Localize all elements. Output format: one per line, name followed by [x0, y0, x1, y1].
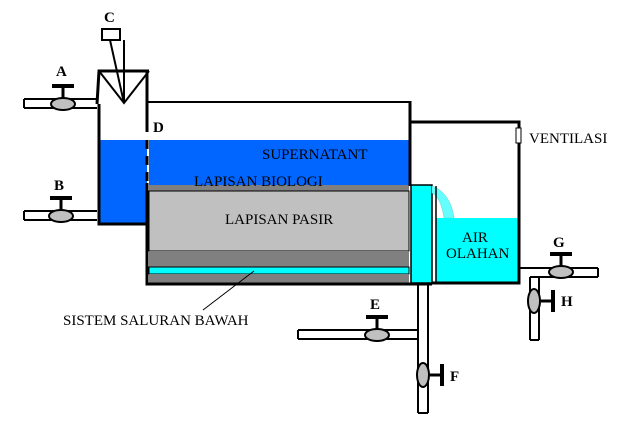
label-wall-d: D [153, 120, 164, 136]
label-valve-f: F [450, 369, 459, 385]
label-valve-a: A [56, 64, 67, 80]
label-supernatant: SUPERNATANT [262, 147, 367, 163]
biological-layer [149, 185, 409, 191]
label-underdrain: SISTEM SALURAN BAWAH [63, 313, 249, 329]
valve-a [50, 84, 76, 111]
funnel-c [98, 70, 150, 105]
label-valve-e: E [370, 297, 380, 313]
valve-h [527, 288, 555, 314]
underdrain-leader-line [202, 270, 255, 311]
underdrain-pipe [148, 266, 410, 275]
label-ventilation: VENTILASI [529, 131, 607, 147]
ventilation-vent [515, 127, 522, 144]
sand-layer [148, 190, 410, 252]
pipe-e [297, 329, 418, 340]
valve-g [548, 252, 574, 279]
valve-b [48, 196, 74, 223]
supernatant-water [149, 140, 409, 185]
label-biological-layer: LAPISAN BIOLOGI [194, 174, 323, 190]
label-valve-g: G [553, 235, 565, 251]
bottom-gravel [149, 274, 409, 283]
funnel-c-stem [109, 39, 125, 104]
drain-pipe-vertical [417, 284, 429, 414]
treated-water-tank-wall [411, 120, 521, 285]
gravel-layer [149, 251, 409, 267]
valve-f [416, 362, 444, 388]
riser-pipe [410, 184, 433, 284]
label-valve-h: H [561, 294, 573, 310]
label-treated-water-2: OLAHAN [446, 246, 509, 262]
label-valve-b: B [54, 178, 64, 194]
label-treated-water-1: AIR [462, 230, 488, 246]
treated-water [436, 218, 518, 283]
inlet-chamber-water [99, 140, 147, 224]
valve-e [364, 315, 390, 342]
label-sand-layer: LAPISAN PASIR [225, 212, 333, 228]
inlet-chamber-wall [97, 104, 147, 226]
label-funnel-c: C [104, 10, 115, 26]
funnel-c-cap [101, 28, 121, 41]
